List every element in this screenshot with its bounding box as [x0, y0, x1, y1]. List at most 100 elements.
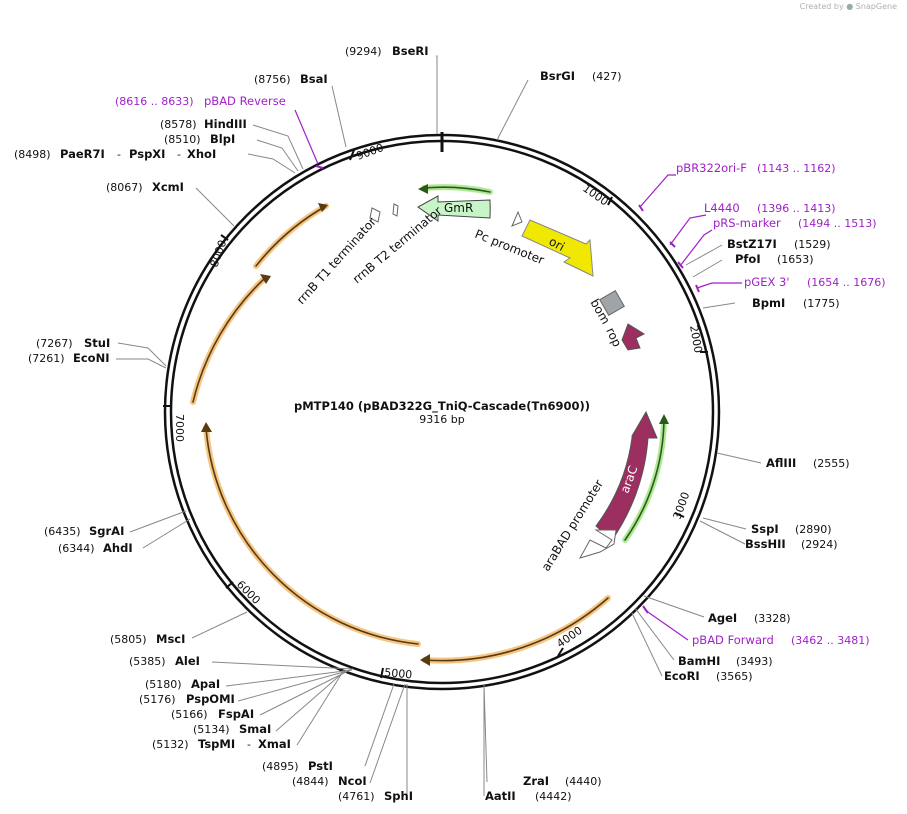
enzyme-aatii[interactable]: AatII: [485, 789, 516, 803]
enzyme-sspi[interactable]: SspI: [751, 522, 779, 536]
enzyme-psti[interactable]: PstI: [308, 759, 333, 773]
enzyme-pos-pspomi: (5176): [139, 693, 176, 706]
primer-range-l4440: (1396 .. 1413): [757, 202, 836, 215]
arabad-promoter-feature[interactable]: [578, 529, 617, 559]
enzyme-bamhi[interactable]: BamHI: [678, 654, 720, 668]
primer-labels: (8616 .. 8633) pBAD Reverse pBR322ori-F …: [115, 94, 886, 647]
enzyme-econi[interactable]: EcoNI: [73, 351, 109, 365]
enzyme-ahdi[interactable]: AhdI: [103, 541, 133, 555]
enzyme-stui[interactable]: StuI: [84, 336, 110, 350]
primer-leader-lines: [294, 109, 742, 641]
enzyme-bsshii[interactable]: BssHII: [745, 537, 786, 551]
enzyme-tspmi[interactable]: TspMI: [198, 737, 235, 751]
primer-l4440[interactable]: L4440: [704, 201, 740, 215]
tick-label-1000: 1000: [580, 182, 610, 209]
enzyme-pos-bstz17i: (1529): [794, 238, 831, 251]
enzyme-sphi[interactable]: SphI: [384, 789, 413, 803]
credit-brand: SnapGene: [855, 2, 897, 11]
enzyme-pos-tspmi: (5132): [152, 738, 189, 751]
ori-label: ori: [547, 234, 567, 254]
enzyme-pos-psti: (4895): [262, 760, 299, 773]
orf-arrowheads: [201, 203, 430, 666]
svg-text:-: -: [117, 148, 121, 161]
enzyme-afliii[interactable]: AflIII: [766, 456, 796, 470]
enzyme-pos-sgrai: (6435): [44, 525, 81, 538]
enzyme-apai[interactable]: ApaI: [191, 677, 220, 691]
scale-ticks: [163, 149, 708, 679]
enzyme-pos-msci: (5805): [110, 633, 147, 646]
enzyme-alei[interactable]: AleI: [175, 654, 200, 668]
enzyme-ecori[interactable]: EcoRI: [664, 669, 700, 683]
rrnb-t2-terminator-feature[interactable]: [392, 203, 399, 217]
primer-range-pgex-3: (1654 .. 1676): [807, 276, 886, 289]
credit-text: Created by: [799, 2, 844, 11]
enzyme-paer7i[interactable]: PaeR7I: [60, 147, 105, 161]
tick-label-9000: 9000: [355, 141, 386, 163]
enzyme-pos-bpmi: (1775): [803, 297, 840, 310]
enzyme-xmai[interactable]: XmaI: [258, 737, 291, 751]
bom-feature[interactable]: [599, 290, 625, 316]
enzyme-pos-fspai: (5166): [171, 708, 208, 721]
plasmid-title: pMTP140 (pBAD322G_TniQ-Cascade(Tn6900)): [294, 399, 590, 414]
enzyme-pos-bsshii: (2924): [801, 538, 838, 551]
primer-range-prs-marker: (1494 .. 1513): [798, 217, 877, 230]
svg-text:-: -: [247, 738, 251, 751]
primer-pbad-reverse[interactable]: pBAD Reverse: [204, 94, 286, 108]
enzyme-hindiii[interactable]: HindIII: [204, 117, 247, 131]
enzyme-pos-afliii: (2555): [813, 457, 850, 470]
rop-label: rop: [603, 325, 624, 349]
enzyme-pos-xcmi: (8067): [106, 181, 143, 194]
enzyme-pos-pfoi: (1653): [777, 253, 814, 266]
enzyme-bstz17i[interactable]: BstZ17I: [727, 237, 777, 251]
enzyme-pos-ncoi: (4844): [292, 775, 329, 788]
enzyme-smai[interactable]: SmaI: [239, 722, 271, 736]
primer-marks: [315, 165, 700, 614]
orf-arcs: [190, 203, 611, 664]
primer-pgex-3[interactable]: pGEX 3': [744, 275, 790, 289]
enzyme-blpi[interactable]: BlpI: [210, 132, 235, 146]
enzyme-pos-econi: (7261): [28, 352, 65, 365]
enzyme-agei[interactable]: AgeI: [708, 611, 737, 625]
enzyme-pos-paer7i: (8498): [14, 148, 51, 161]
enzyme-pos-apai: (5180): [145, 678, 182, 691]
gmr-arc-arrowhead: [418, 184, 428, 194]
ori-feature[interactable]: [521, 219, 594, 277]
enzyme-pspomi[interactable]: PspOMI: [186, 692, 235, 706]
enzyme-bpmi[interactable]: BpmI: [752, 296, 785, 310]
gmr-feature[interactable]: [417, 195, 491, 222]
enzyme-msci[interactable]: MscI: [156, 632, 185, 646]
enzyme-xhoi[interactable]: XhoI: [187, 147, 216, 161]
rop-feature[interactable]: [621, 323, 646, 351]
enzyme-pos-smai: (5134): [193, 723, 230, 736]
enzyme-pos-bsrgi: (427): [592, 70, 622, 83]
enzyme-fspai[interactable]: FspAI: [218, 707, 254, 721]
gmr-label: GmR: [444, 201, 473, 215]
pc-promoter-feature[interactable]: [511, 210, 523, 227]
primer-range-pbad-forward: (3462 .. 3481): [791, 634, 870, 647]
primer-prs-marker[interactable]: pRS-marker: [713, 216, 781, 230]
enzyme-pos-aatii: (4442): [535, 790, 572, 803]
enzyme-pos-bsai: (8756): [254, 73, 291, 86]
enzyme-pspxi[interactable]: PspXI: [129, 147, 165, 161]
enzyme-pos-agei: (3328): [754, 612, 791, 625]
enzyme-pos-bseri: (9294): [345, 45, 382, 58]
enzyme-pos-sphi: (4761): [338, 790, 375, 803]
enzyme-pos-ecori: (3565): [716, 670, 753, 683]
enzyme-bseri[interactable]: BseRI: [392, 44, 429, 58]
enzyme-pos-hindiii: (8578): [160, 118, 197, 131]
enzyme-pos-blpi: (8510): [164, 133, 201, 146]
enzyme-sgrai[interactable]: SgrAI: [89, 524, 124, 538]
enzyme-xcmi[interactable]: XcmI: [152, 180, 184, 194]
enzyme-pos-bamhi: (3493): [736, 655, 773, 668]
primer-range-pbr322ori-f: (1143 .. 1162): [757, 162, 836, 175]
enzyme-ncoi[interactable]: NcoI: [338, 774, 367, 788]
enzyme-leader-lines: [116, 55, 762, 796]
primer-pbad-forward[interactable]: pBAD Forward: [692, 633, 774, 647]
enzyme-bsrgi[interactable]: BsrGI: [540, 69, 575, 83]
enzyme-zrai[interactable]: ZraI: [523, 774, 549, 788]
rrnb-t1-terminator-feature[interactable]: [369, 207, 381, 223]
enzyme-pfoi[interactable]: PfoI: [735, 252, 761, 266]
primer-pbr322ori-f[interactable]: pBR322ori-F: [676, 161, 747, 175]
enzyme-pos-alei: (5385): [129, 655, 166, 668]
enzyme-bsai[interactable]: BsaI: [300, 72, 328, 86]
